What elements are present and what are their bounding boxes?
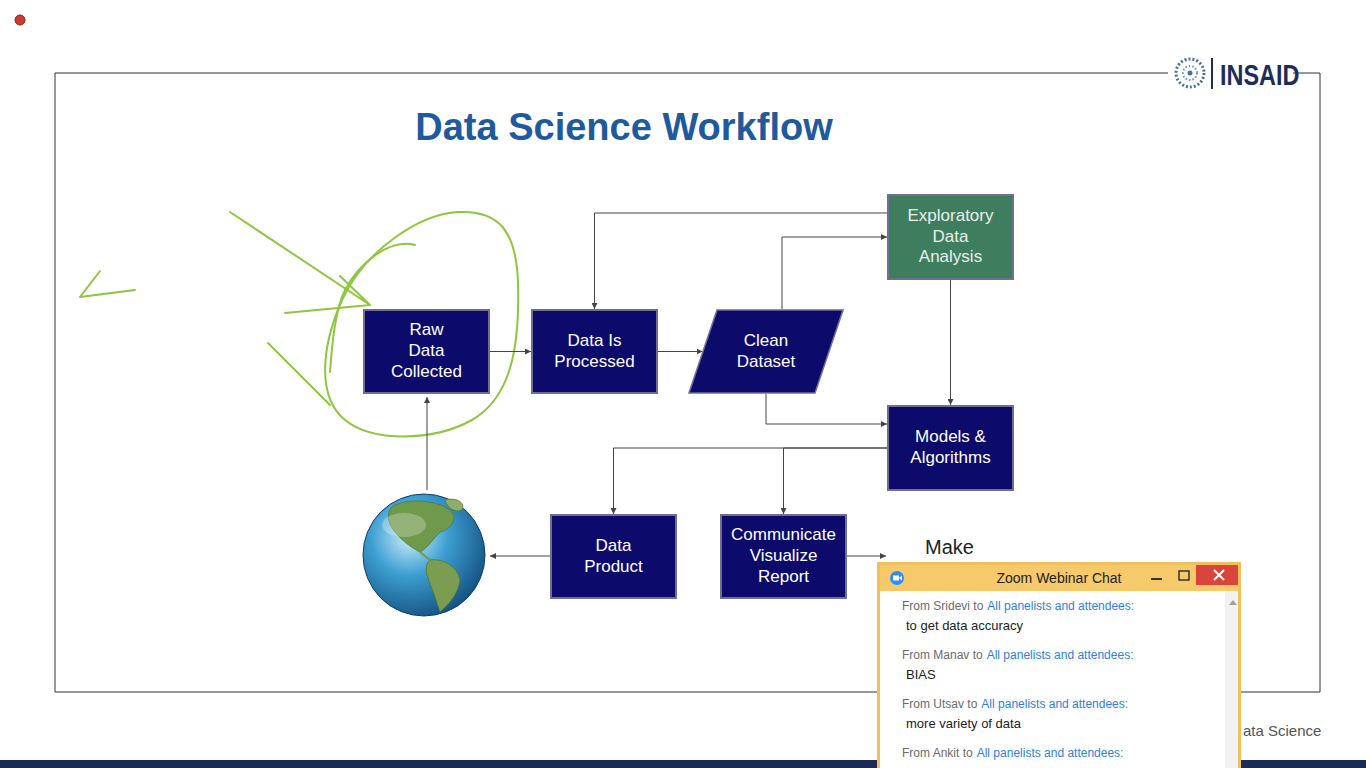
pen-annotation xyxy=(80,212,518,437)
logo-icon xyxy=(1176,58,1212,89)
globe-illustration xyxy=(363,494,485,616)
node-label: Raw Data Collected xyxy=(391,320,462,382)
node-label: Exploratory Data Analysis xyxy=(908,206,994,268)
chat-message: to get data accuracy xyxy=(906,618,1023,634)
pen-tick xyxy=(80,271,135,297)
process-box: Data Product xyxy=(550,514,677,599)
slide-frame xyxy=(55,73,1320,692)
node-label: Communicate Visualize Report xyxy=(731,525,836,587)
flow-connector xyxy=(490,351,531,352)
node-label: Data Is Processed xyxy=(554,331,634,372)
chat-scrollbar xyxy=(1225,591,1241,768)
flow-note: Make xyxy=(925,535,974,559)
feedback-arrow xyxy=(427,397,428,490)
zoom-icon xyxy=(893,576,899,581)
window-title: Zoom Webinar Chat xyxy=(996,570,1121,587)
process-box: Models & Algorithms xyxy=(887,405,1014,491)
flow-connector xyxy=(950,280,951,405)
title-wrap: Data Science Workflow xyxy=(324,106,924,149)
leader-arrow xyxy=(847,556,886,557)
label-wrap: Make xyxy=(925,535,974,559)
chat-sender: From Manav to xyxy=(902,648,983,662)
pen-circle xyxy=(325,212,518,437)
slide-title: Data Science Workflow xyxy=(324,106,924,149)
globe-shine xyxy=(382,513,426,537)
logo-ring xyxy=(1183,66,1197,80)
flow-connector xyxy=(614,448,888,514)
process-box: Raw Data Collected xyxy=(363,309,490,394)
flow-connector xyxy=(784,448,888,514)
chat-titlebar: Zoom Webinar Chat xyxy=(880,565,1238,591)
pen-stroke xyxy=(268,343,330,405)
chat-message: BIAS xyxy=(906,667,936,683)
chat-recipient: All panelists and attendees: xyxy=(981,697,1128,711)
chat-window: Zoom Webinar Chat From Sridevi to All pan… xyxy=(877,562,1241,768)
flow-connector xyxy=(595,213,888,309)
continent xyxy=(420,552,430,560)
footer-text: ata Science xyxy=(1243,722,1321,740)
chat-recipient: All panelists and attendees: xyxy=(987,648,1134,662)
flow-connector xyxy=(782,237,887,309)
minimize-button xyxy=(1151,578,1162,580)
node-label: Data Product xyxy=(584,536,643,577)
process-box: Exploratory Data Analysis xyxy=(887,194,1014,280)
scroll-arrow xyxy=(1229,600,1237,605)
scroll-track xyxy=(1225,591,1241,768)
node-label: Models & Algorithms xyxy=(905,427,997,468)
label-wrap: INSAID xyxy=(1220,57,1322,93)
zoom-icon xyxy=(899,576,902,581)
logo-dot xyxy=(1188,71,1193,76)
chat-sender: From Ankit to xyxy=(902,746,973,760)
data-parallelogram: Clean Dataset xyxy=(688,309,844,394)
continent xyxy=(426,560,460,612)
close-button xyxy=(1196,565,1241,585)
process-box: Communicate Visualize Report xyxy=(720,514,847,599)
globe xyxy=(363,494,485,616)
chat-sender: From Sridevi to xyxy=(902,599,983,613)
process-box: Data Is Processed xyxy=(531,309,658,394)
flow-connector xyxy=(766,394,887,424)
close-icon xyxy=(1214,570,1224,580)
continent xyxy=(445,499,463,511)
chat-sender: From Utsav to xyxy=(902,697,977,711)
chat-message: more variety of data xyxy=(906,716,1021,732)
logo-ring xyxy=(1176,59,1204,87)
label-wrap: ata Science xyxy=(1243,722,1321,740)
chat-recipient: All panelists and attendees: xyxy=(987,599,1134,613)
zoom-icon xyxy=(890,571,904,585)
flow-connector xyxy=(658,351,703,352)
pen-arrow xyxy=(230,212,370,313)
logo-bar xyxy=(1211,58,1213,89)
maximize-button xyxy=(1179,571,1189,580)
chat-recipient: All panelists and attendees: xyxy=(977,746,1124,760)
feedback-arrow xyxy=(490,556,550,557)
node-label: Clean Dataset xyxy=(737,331,796,372)
record-dot xyxy=(15,15,25,25)
logo-text: INSAID xyxy=(1220,57,1299,93)
parallelogram-shape xyxy=(689,310,843,393)
